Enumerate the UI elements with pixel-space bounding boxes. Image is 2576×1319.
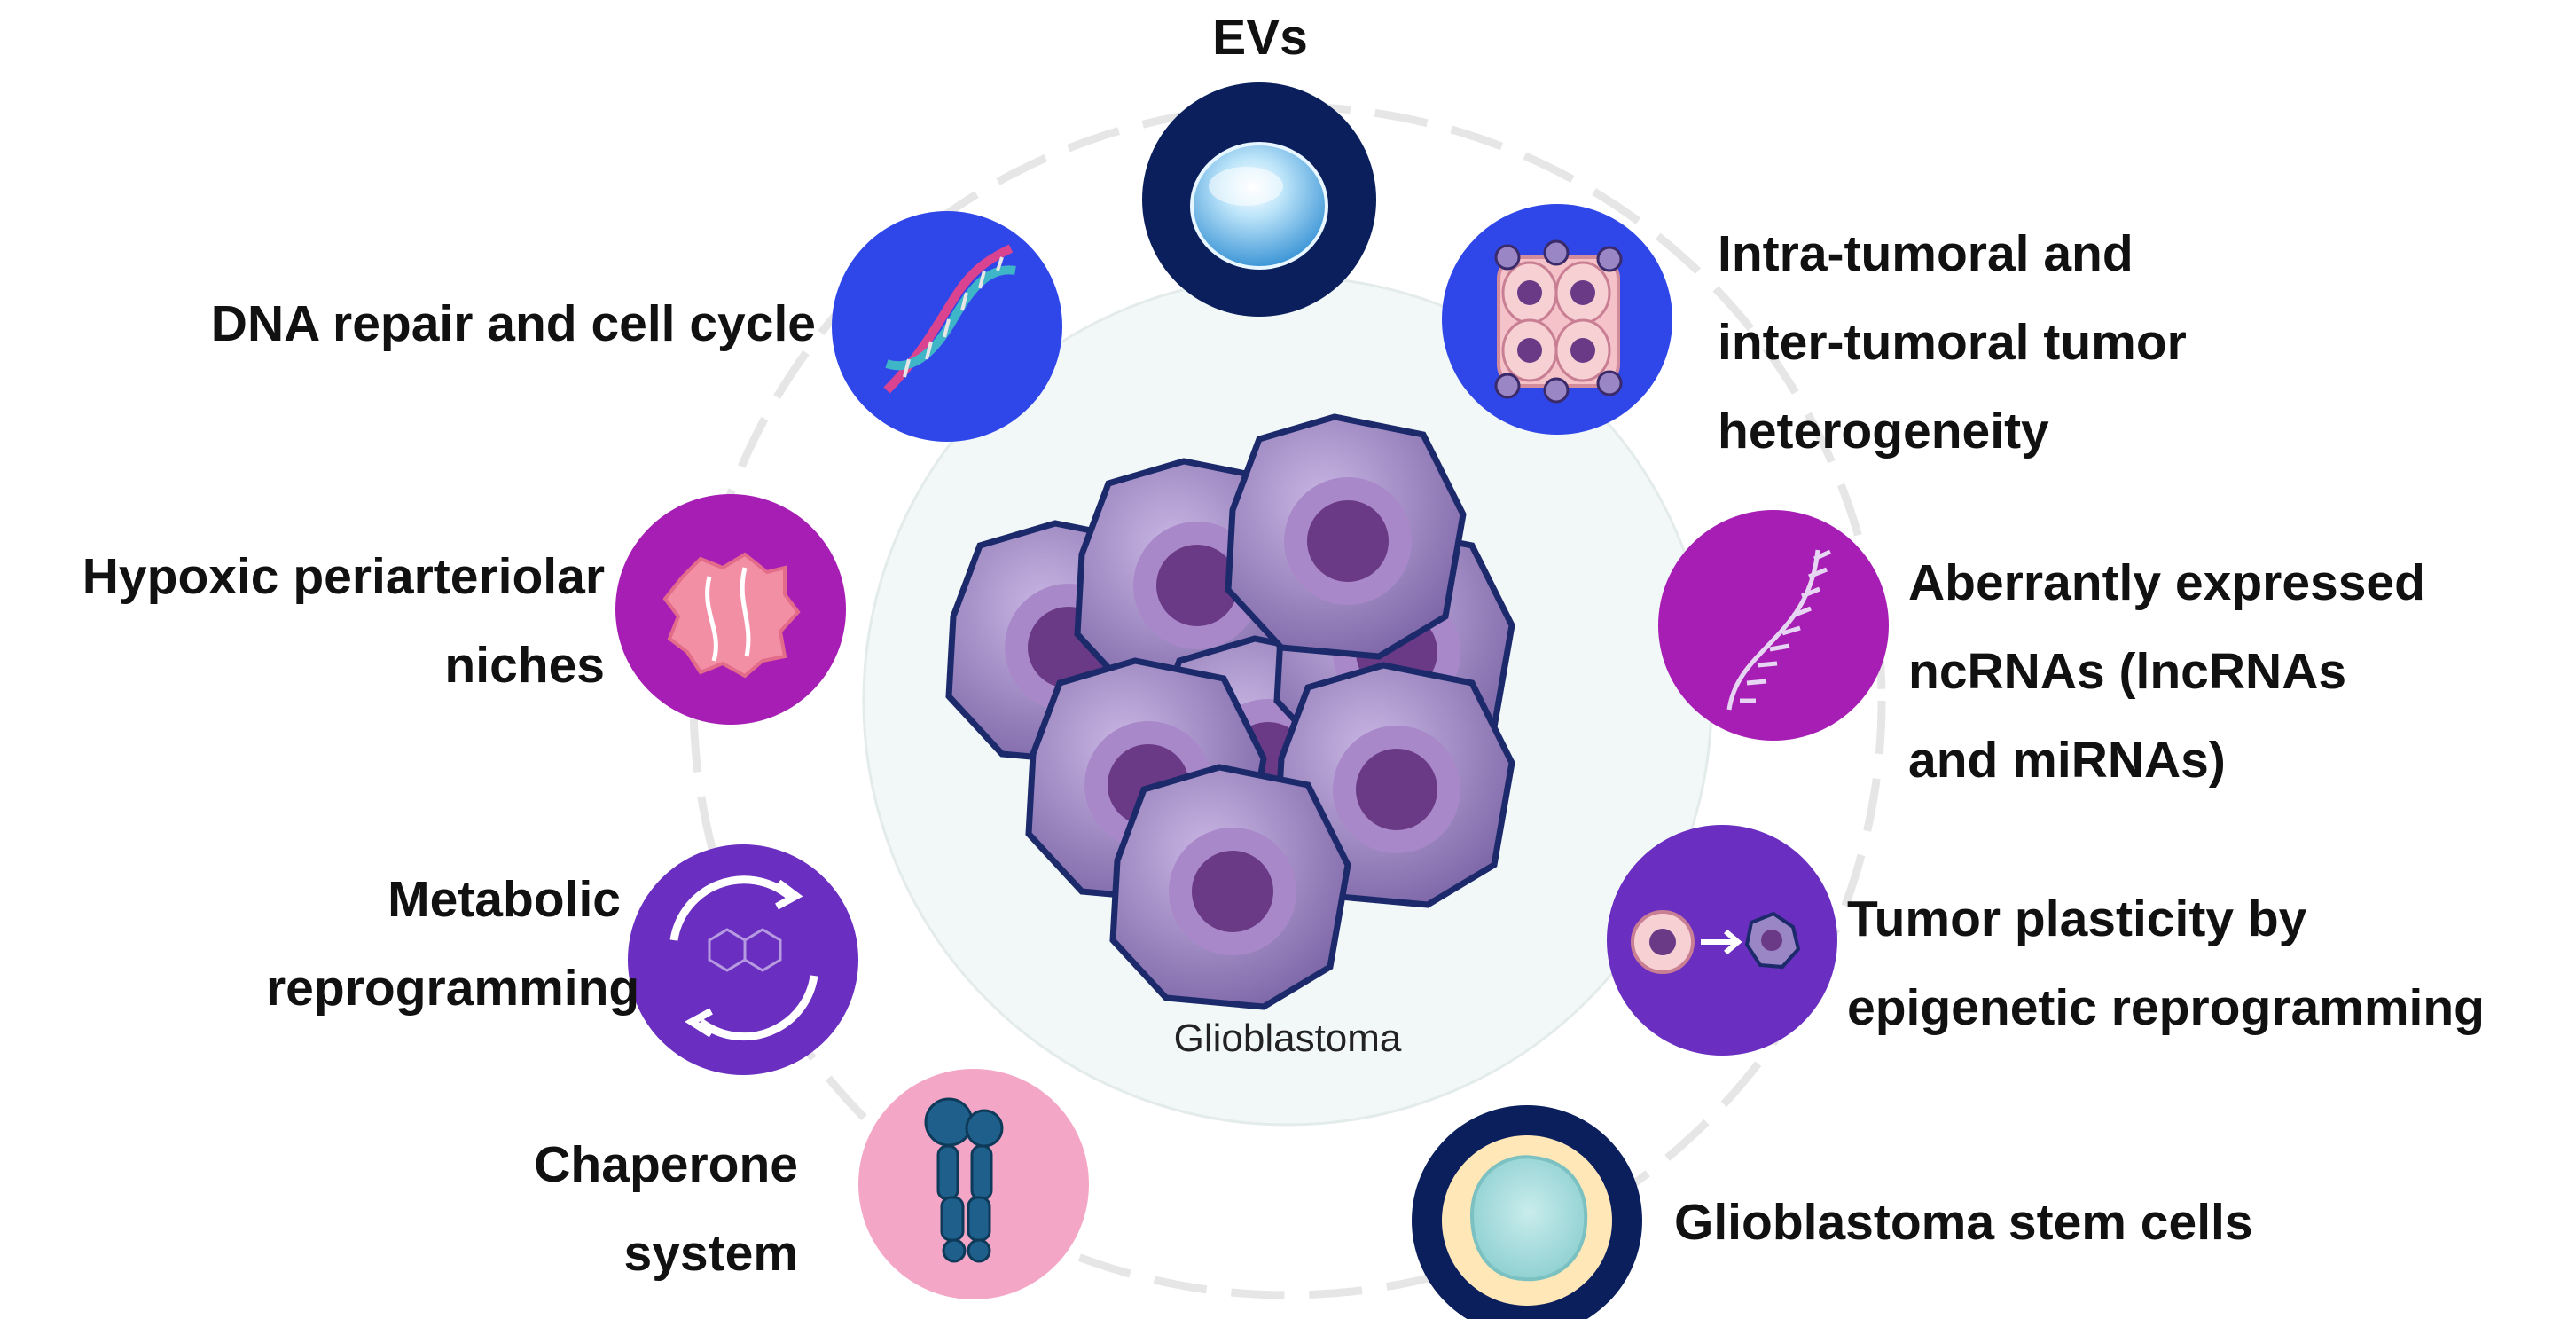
node-chaperone (858, 1069, 1089, 1299)
stem-cell-icon (1469, 1155, 1588, 1282)
node-metabolic (628, 844, 858, 1075)
tumor-cell (1109, 764, 1351, 1010)
vesicle-icon (1190, 142, 1328, 270)
node-hypoxic (615, 494, 846, 725)
node-dna (832, 211, 1062, 442)
node-stem-cells (1412, 1105, 1642, 1319)
center-label: Glioblastoma (1174, 1017, 1402, 1060)
label-heterogeneity: Intra-tumoral and inter-tumoral tumor he… (1718, 225, 2187, 459)
label-evs: EVs (1212, 9, 1308, 66)
label-metabolic: Metabolic reprogramming (266, 871, 640, 1017)
rna-strand-icon (1726, 549, 1832, 711)
label-stem-cells: Glioblastoma stem cells (1674, 1194, 2253, 1251)
tumor-cell (1225, 413, 1467, 660)
node-plasticity (1607, 825, 1837, 1056)
metabolic-cycle-icon (669, 875, 818, 1041)
label-ncrnas: Aberrantly expressed ncRNAs (lncRNAs and… (1908, 554, 2425, 789)
node-evs (1142, 82, 1376, 317)
label-chaperone: Chaperone system (534, 1136, 798, 1282)
hypoxic-tissue-icon (662, 552, 801, 679)
label-hypoxic: Hypoxic periarteriolar niches (82, 548, 605, 694)
cell-transition-icon (1631, 910, 1801, 974)
label-dna: DNA repair and cell cycle (210, 295, 816, 352)
connector-ring (689, 102, 1886, 1299)
node-heterogeneity (1442, 204, 1672, 435)
node-ncrnas (1658, 510, 1889, 741)
chaperone-protein-icon (924, 1097, 1004, 1263)
glioblastoma-cluster-icon (945, 413, 1515, 1010)
label-plasticity: Tumor plasticity by epigenetic reprogram… (1847, 891, 2485, 1036)
dna-helix-icon (883, 244, 1016, 394)
tumor-cells-icon (1494, 239, 1623, 404)
